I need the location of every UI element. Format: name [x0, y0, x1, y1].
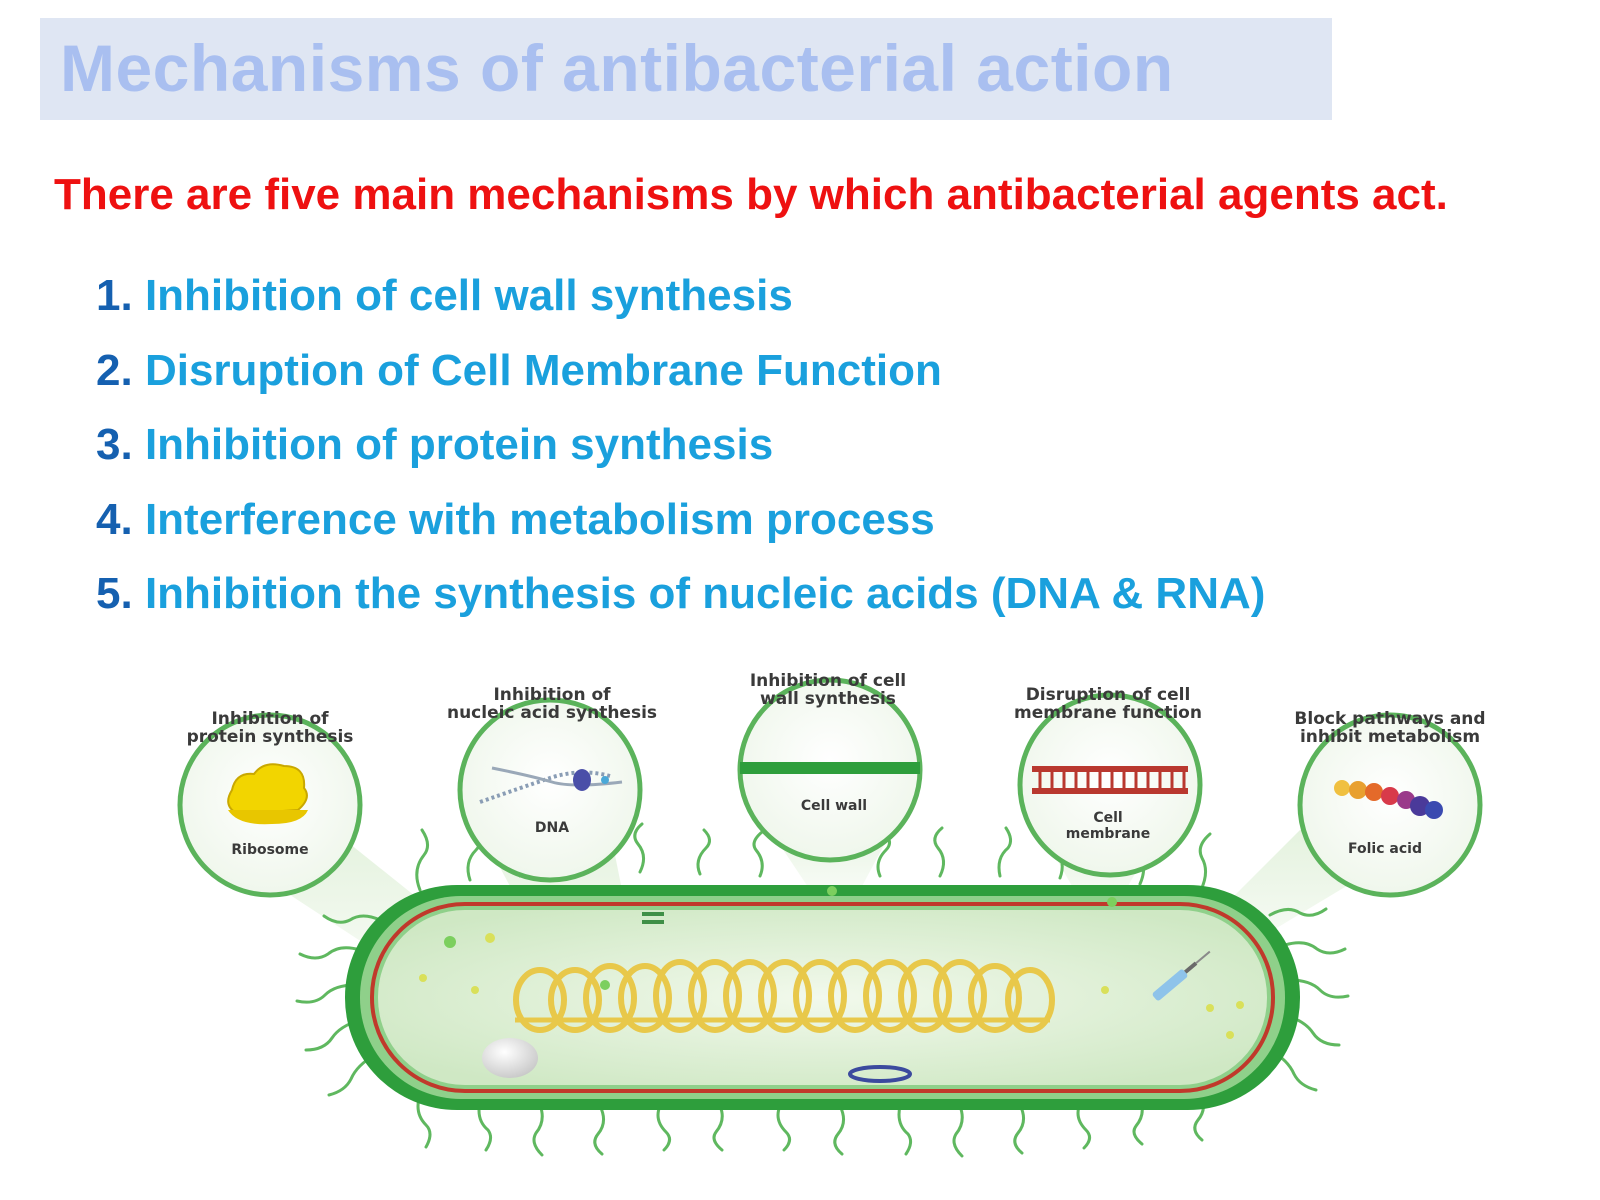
label-ribosome: Ribosome — [231, 842, 308, 858]
heading-membrane-line2: membrane function — [1014, 703, 1202, 723]
heading-protein-synthesis-line2: protein synthesis — [187, 727, 354, 747]
label-cell-membrane-line1: Cell — [1093, 810, 1122, 826]
label-cell-wall: Cell wall — [801, 798, 867, 814]
heading-nucleic-acid-line2: nucleic acid synthesis — [447, 703, 657, 723]
target-cell-wall-synthesis — [737, 677, 923, 863]
target-inner-labels: Ribosome DNA Cell wall Cell membrane Fol… — [231, 798, 1422, 858]
list-text: Inhibition of cell wall synthesis — [144, 271, 793, 320]
heading-membrane-line1: Disruption of cell — [1026, 685, 1191, 705]
bacterial-cell — [345, 885, 1300, 1110]
heading-cell-wall-line1: Inhibition of cell — [750, 671, 906, 691]
target-cell-membrane-function — [1017, 692, 1203, 878]
list-text: Disruption of Cell Membrane Function — [144, 345, 942, 395]
target-protein-synthesis — [177, 712, 363, 898]
target-metabolism — [1297, 712, 1483, 898]
bacterium-diagram: Inhibition of protein synthesis Inhibiti… — [177, 671, 1486, 1158]
list-number: 4. — [96, 494, 133, 544]
cell-inclusions — [419, 886, 1244, 1083]
list-number: 5. — [96, 569, 133, 618]
heading-metabolism-line1: Block pathways and — [1294, 709, 1485, 729]
list-item: 5. Inhibition the synthesis of nucleic a… — [96, 566, 1265, 641]
heading-nucleic-acid-line1: Inhibition of — [493, 685, 611, 705]
slide-title: Mechanisms of antibacterial action — [60, 31, 1174, 105]
list-number: 3. — [96, 420, 133, 469]
list-text: Inhibition of protein synthesis — [144, 420, 774, 469]
list-item: 1. Inhibition of cell wall synthesis — [96, 268, 1265, 343]
list-number: 1. — [96, 271, 133, 320]
target-nucleic-acid-synthesis — [457, 697, 643, 883]
intro-text: There are five main mechanisms by which … — [54, 170, 1448, 219]
list-item: 4. Interference with metabolism process — [96, 492, 1265, 567]
target-headings: Inhibition of protein synthesis Inhibiti… — [187, 671, 1486, 747]
label-dna: DNA — [535, 820, 569, 836]
list-text: Inhibition the synthesis of nucleic acid… — [144, 569, 1266, 618]
nucleoid-dna — [513, 959, 1055, 1033]
list-item: 2. Disruption of Cell Membrane Function — [96, 343, 1265, 418]
title-banner — [40, 18, 1332, 120]
heading-metabolism-line2: inhibit metabolism — [1300, 727, 1480, 747]
list-number: 2. — [96, 345, 133, 395]
heading-protein-synthesis-line1: Inhibition of — [211, 709, 329, 729]
list-text: Interference with metabolism process — [144, 494, 935, 544]
heading-cell-wall-line2: wall synthesis — [760, 689, 896, 709]
mechanism-list: 1. Inhibition of cell wall synthesis 2. … — [96, 268, 1265, 641]
label-cell-membrane-line2: membrane — [1066, 826, 1151, 842]
label-folic-acid: Folic acid — [1348, 841, 1422, 857]
list-item: 3. Inhibition of protein synthesis — [96, 417, 1265, 492]
